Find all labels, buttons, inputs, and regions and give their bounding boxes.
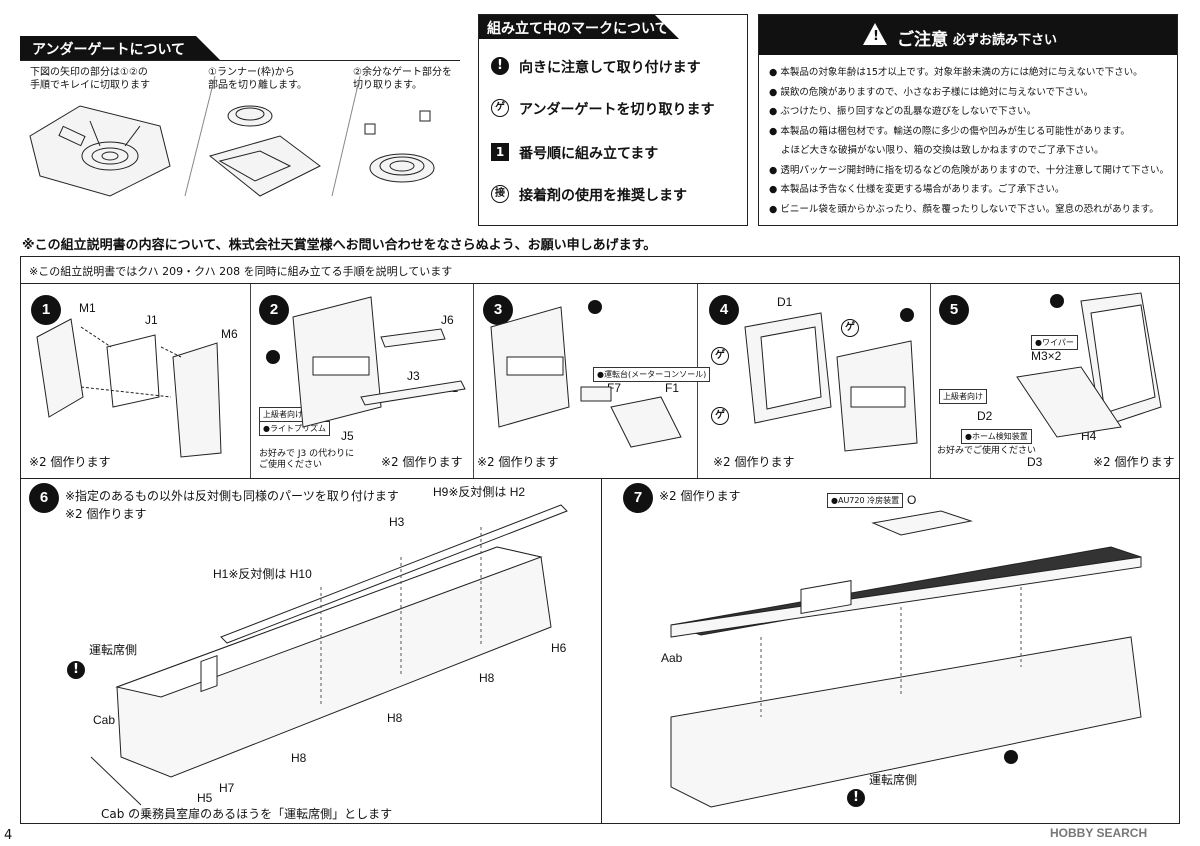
step-1-number: 1 <box>31 295 61 325</box>
part-label-j1: J1 <box>145 313 158 327</box>
caution-subtitle: 必ずお読み下さい <box>953 33 1058 48</box>
part-label-h8: H8 <box>479 671 495 685</box>
step-3-note: ※2 個作ります <box>477 455 559 469</box>
step-7-diagram <box>670 510 1142 808</box>
undergate-section: アンダーゲートについて 下図の矢印の部分は①②の手順でキレイに切取ります ①ラン… <box>20 36 460 216</box>
part-label-aab: Aab <box>661 651 683 665</box>
warning-triangle-icon <box>863 23 887 45</box>
undergate-illustrations <box>29 75 435 197</box>
caution-header: ! ご注意 必ずお読み下さい <box>759 15 1177 55</box>
caution-title: ご注意 <box>897 30 948 50</box>
step-5-note: ※2 個作ります <box>1093 455 1175 469</box>
step-2-diagram <box>266 296 466 428</box>
undergate-icon: ゲ <box>491 99 509 117</box>
assembly-note: ※この組立説明書ではクハ 209・クハ 208 を同時に組み立てる手順を説明して… <box>29 265 453 278</box>
part-label-h8-3: H8 <box>291 751 307 765</box>
step-1-note: ※2 個作ります <box>29 455 111 469</box>
part-label-h9: H9※反対側は H2 <box>433 485 526 499</box>
part-label-j5: J5 <box>341 429 354 443</box>
part-label-m1: M1 <box>79 301 96 315</box>
undergate-icon: ゲ <box>841 319 859 337</box>
part-label-d2: D2 <box>977 409 993 423</box>
step-7-head: ※2 個作ります <box>659 489 741 503</box>
part-label-d3: D3 <box>1027 455 1043 469</box>
contact-note: ※この組立説明書の内容について、株式会社天賞堂様へお問い合わせをなさらぬよう、お… <box>22 238 657 253</box>
exclamation-icon: ! <box>491 57 509 75</box>
part-label-h1: H1※反対側は H10 <box>213 567 312 581</box>
part-label-cab: Cab <box>93 713 116 727</box>
part-label-h6: H6 <box>551 641 567 655</box>
step-7-ac-tag: ●AU720 冷房装置 <box>827 493 904 508</box>
step-5-wiper-tag: ●ワイパー <box>1031 335 1078 350</box>
step-6-head: ※指定のあるもの以外は反対側も同様のパーツを取り付けます <box>65 489 399 503</box>
caution-section: ! ご注意 必ずお読み下さい ● 本製品の対象年齢は15才以上です。対象年齢未満… <box>758 14 1178 226</box>
part-label-f1: F1 <box>665 381 680 395</box>
exclamation-icon: ! <box>67 661 85 679</box>
step-5-platform-tag: ●ホーム検知装置 <box>961 429 1032 444</box>
watermark: HOBBY SEARCH <box>1050 826 1148 840</box>
driver-side-label: 運転席側 <box>89 643 138 657</box>
step-2-note: ※2 個作ります <box>381 455 463 469</box>
marks-title: 組み立て中のマークについて <box>479 15 679 39</box>
step-7-number: 7 <box>623 483 653 513</box>
step-5-number: 5 <box>939 295 969 325</box>
step-2-alt-text: お好みで J3 の代わりにご使用ください <box>259 449 355 470</box>
part-label-h7: H7 <box>219 781 235 795</box>
number-square-icon: 1 <box>491 143 509 161</box>
step-5-diagram <box>1016 292 1162 438</box>
step-1-diagram <box>36 318 222 458</box>
part-label-m6: M6 <box>221 327 238 341</box>
step-3-number: 3 <box>483 295 513 325</box>
step-5-alt-text: お好みでご使用ください <box>937 446 1037 456</box>
assembly-frame: ※この組立説明書ではクハ 209・クハ 208 を同時に組み立てる手順を説明して… <box>20 256 1180 824</box>
part-label-h8-2: H8 <box>387 711 403 725</box>
undergate-text-1: 下図の矢印の部分は①②の手順でキレイに切取ります <box>30 67 150 91</box>
undergate-title: アンダーゲートについて <box>20 36 220 60</box>
part-label-j6: J6 <box>441 313 454 327</box>
step-6-number: 6 <box>29 483 59 513</box>
step-3-console-tag: ●運転台(メーターコンソール) <box>593 367 711 382</box>
step-3-diagram <box>490 300 682 448</box>
step-4-diagram <box>744 308 918 452</box>
part-label-o: O <box>907 493 917 507</box>
undergate-text-3: ②余分なゲート部分を切り取ります。 <box>353 67 452 91</box>
page-number: 4 <box>4 828 13 843</box>
part-label-m3: M3×2 <box>1031 349 1062 363</box>
step-6-diagram <box>90 504 568 806</box>
undergate-icon: ゲ <box>711 407 729 425</box>
part-label-h3: H3 <box>389 515 405 529</box>
undergate-icon: ゲ <box>711 347 729 365</box>
step-2-number: 2 <box>259 295 289 325</box>
step-5-advanced-tag: 上級者向け <box>939 389 987 404</box>
marks-section: 組み立て中のマークについて ! 向きに注意して取り付けます ゲ アンダーゲートを… <box>478 14 748 226</box>
part-label-j3: J3 <box>407 369 420 383</box>
part-label-d1: D1 <box>777 295 793 309</box>
step-6-footer: Cab の乗務員室扉のあるほうを「運転席側」とします <box>101 807 393 821</box>
step-4-number: 4 <box>709 295 739 325</box>
undergate-text-2: ①ランナー(枠)から部品を切り離します。 <box>208 67 307 91</box>
part-label-h5: H5 <box>197 791 213 805</box>
driver-side-label: 運転席側 <box>869 773 918 787</box>
exclamation-icon: ! <box>847 789 865 807</box>
glue-icon: 接 <box>491 185 509 203</box>
step-4-note: ※2 個作ります <box>713 455 795 469</box>
step-6-note: ※2 個作ります <box>65 507 147 521</box>
caution-list: ● 本製品の対象年齢は15才以上です。対象年齢未満の方には絶対に与えないで下さい… <box>769 67 1169 215</box>
